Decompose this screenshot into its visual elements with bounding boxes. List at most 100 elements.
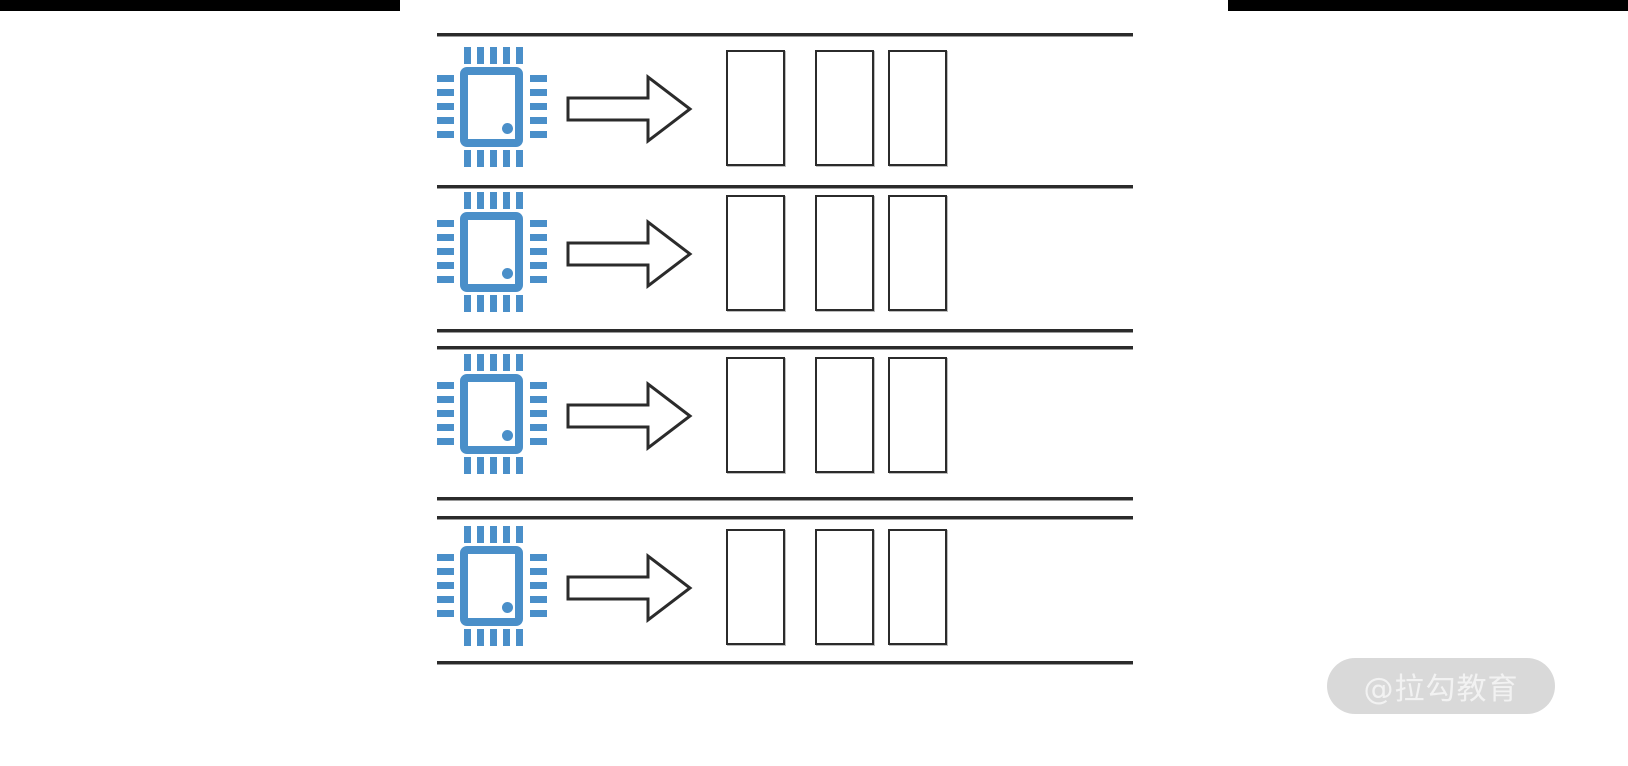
rule-row4-bottom xyxy=(437,661,1133,664)
chip-pin-top xyxy=(477,354,484,371)
chip-pin-bottom xyxy=(516,295,523,312)
chip-pin-bottom xyxy=(490,150,497,167)
crop-bar-right xyxy=(1228,0,1628,11)
chip-pin-top xyxy=(490,192,497,209)
output-block xyxy=(815,50,874,166)
crop-bar-left xyxy=(0,0,400,11)
chip-pin-left xyxy=(437,248,454,255)
chip-pin-left xyxy=(437,276,454,283)
chip-pin-right xyxy=(530,382,547,389)
chip-pin-top xyxy=(477,47,484,64)
chip-pin-right xyxy=(530,424,547,431)
rule-row1-bottom xyxy=(437,185,1133,188)
output-block xyxy=(726,195,785,311)
chip-pin-bottom xyxy=(464,629,471,646)
flow-arrow-right-icon xyxy=(565,379,693,453)
chip-pin-right xyxy=(530,103,547,110)
chip-pin-left xyxy=(437,75,454,82)
rule-row3-bottom xyxy=(437,497,1133,500)
chip-pin-left xyxy=(437,424,454,431)
chip-pin-top xyxy=(503,354,510,371)
chip-pin-top xyxy=(490,526,497,543)
chip-orientation-dot xyxy=(502,123,513,134)
chip-pin-top xyxy=(516,192,523,209)
chip-body xyxy=(460,212,523,292)
chip-pin-right xyxy=(530,262,547,269)
chip-pin-right xyxy=(530,248,547,255)
chip-pin-top xyxy=(503,526,510,543)
chip-pin-bottom xyxy=(503,295,510,312)
chip-pin-left xyxy=(437,568,454,575)
chip-pin-top xyxy=(464,192,471,209)
chip-pin-top xyxy=(464,47,471,64)
chip-pin-bottom xyxy=(464,150,471,167)
chip-pin-right xyxy=(530,75,547,82)
chip-pin-bottom xyxy=(464,457,471,474)
chip-pin-top xyxy=(464,354,471,371)
chip-pin-left xyxy=(437,131,454,138)
watermark-label: @拉勾教育 xyxy=(1363,672,1519,707)
chip-pin-right xyxy=(530,554,547,561)
processor-chip-icon xyxy=(430,524,554,648)
chip-pin-left xyxy=(437,554,454,561)
chip-pin-left xyxy=(437,610,454,617)
chip-pin-right xyxy=(530,131,547,138)
chip-pin-bottom xyxy=(477,629,484,646)
chip-pin-left xyxy=(437,117,454,124)
chip-pin-top xyxy=(516,47,523,64)
processor-chip-icon xyxy=(430,190,554,314)
chip-pin-left xyxy=(437,410,454,417)
chip-pin-top xyxy=(490,47,497,64)
chip-pin-right xyxy=(530,396,547,403)
chip-orientation-dot xyxy=(502,602,513,613)
watermark-badge: @拉勾教育 xyxy=(1327,658,1555,714)
chip-pin-top xyxy=(503,192,510,209)
chip-pin-right xyxy=(530,438,547,445)
flow-arrow-right-icon xyxy=(565,217,693,291)
chip-pin-bottom xyxy=(490,629,497,646)
output-block xyxy=(815,195,874,311)
chip-pin-left xyxy=(437,262,454,269)
rule-row3-top xyxy=(437,346,1133,349)
chip-pin-right xyxy=(530,410,547,417)
chip-pin-left xyxy=(437,220,454,227)
chip-pin-bottom xyxy=(516,150,523,167)
processor-chip-icon xyxy=(430,45,554,169)
chip-pin-right xyxy=(530,234,547,241)
output-block xyxy=(815,529,874,645)
rule-row4-top xyxy=(437,516,1133,519)
chip-pin-left xyxy=(437,234,454,241)
chip-pin-bottom xyxy=(477,457,484,474)
processor-chip-icon xyxy=(430,352,554,476)
output-block xyxy=(726,529,785,645)
chip-pin-top xyxy=(490,354,497,371)
chip-pin-bottom xyxy=(503,150,510,167)
chip-pin-left xyxy=(437,396,454,403)
chip-pin-top xyxy=(503,47,510,64)
chip-pin-top xyxy=(477,526,484,543)
chip-pin-left xyxy=(437,382,454,389)
chip-pin-top xyxy=(477,192,484,209)
output-block xyxy=(888,50,947,166)
output-block xyxy=(888,529,947,645)
output-block xyxy=(888,195,947,311)
chip-pin-bottom xyxy=(464,295,471,312)
chip-pin-top xyxy=(464,526,471,543)
chip-pin-top xyxy=(516,526,523,543)
chip-pin-left xyxy=(437,89,454,96)
chip-pin-bottom xyxy=(477,150,484,167)
rule-top xyxy=(437,33,1133,36)
chip-pin-left xyxy=(437,582,454,589)
output-block xyxy=(726,357,785,473)
chip-pin-right xyxy=(530,582,547,589)
chip-body xyxy=(460,546,523,626)
chip-pin-right xyxy=(530,89,547,96)
chip-pin-right xyxy=(530,276,547,283)
chip-body xyxy=(460,374,523,454)
flow-arrow-right-icon xyxy=(565,551,693,625)
chip-pin-left xyxy=(437,596,454,603)
chip-pin-left xyxy=(437,438,454,445)
chip-pin-right xyxy=(530,610,547,617)
flow-arrow-right-icon xyxy=(565,72,693,146)
